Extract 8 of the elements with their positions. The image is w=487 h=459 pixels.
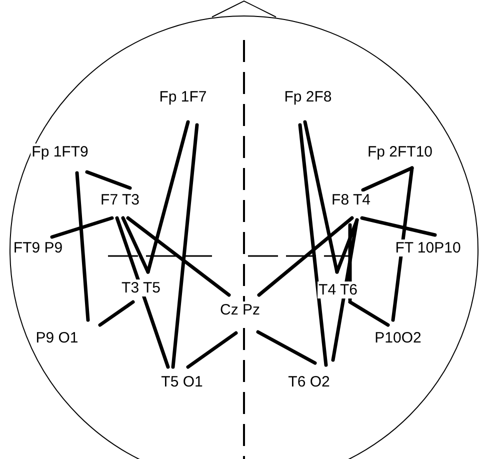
electrode-pair-label: FT 10P10 — [394, 240, 462, 256]
electrode-pair-label: Fp 1F7 — [158, 88, 208, 106]
electrode-pair-label: T4 T6 — [318, 282, 358, 298]
electrode-pair-label: Fp 2F8 — [283, 88, 333, 106]
electrode-pair-label: Fp 2FT10 — [366, 144, 434, 160]
electrode-pair-label: Cz Pz — [219, 302, 261, 318]
electrode-pair-label: T3 T5 — [120, 280, 162, 296]
electrode-pair-label: Fp 1FT9 — [30, 144, 90, 160]
